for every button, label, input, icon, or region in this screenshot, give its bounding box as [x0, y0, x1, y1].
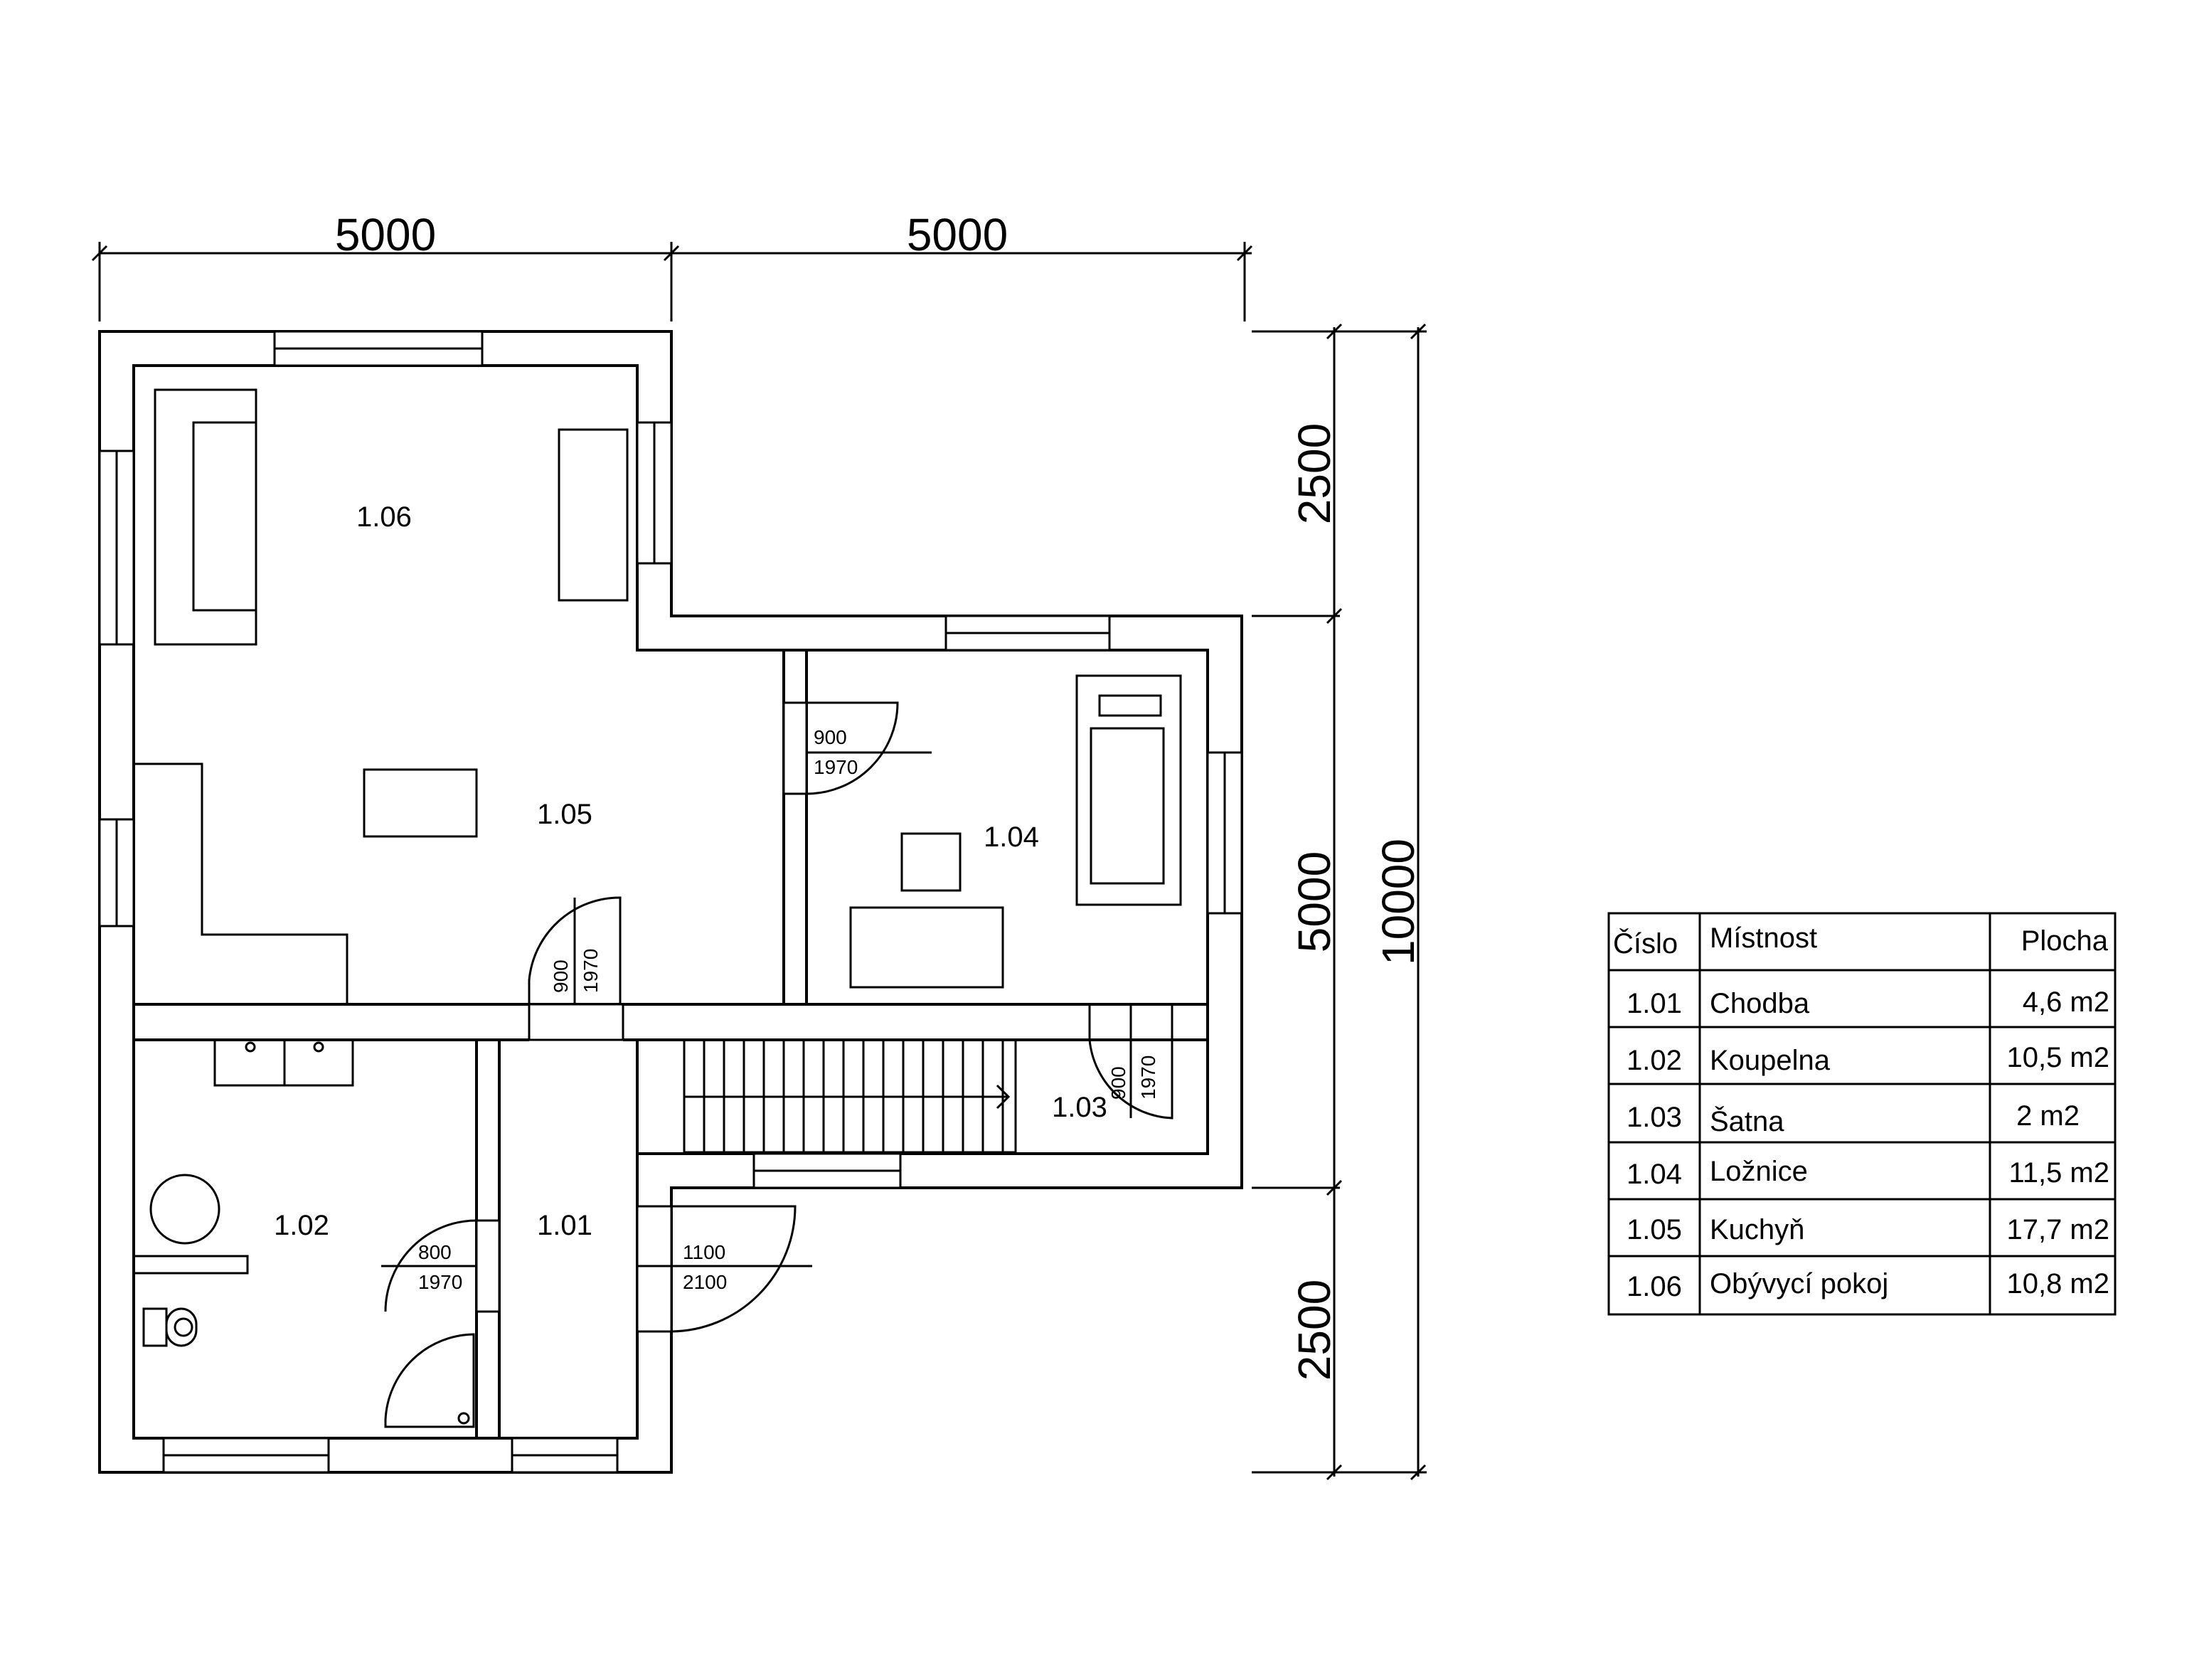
door-1-05-height: 1970	[580, 949, 602, 993]
door-entry-height: 2100	[683, 1271, 727, 1293]
door-1-04-width: 900	[814, 726, 847, 748]
table-header-room: Místnost	[1710, 923, 1817, 954]
table-cell-room: Ložnice	[1710, 1156, 1808, 1187]
table-header-area: Plocha	[2021, 925, 2109, 957]
room-table: Číslo Místnost Plocha 1.01 Chodba 4,6 m2…	[1607, 912, 2117, 1316]
room-label-1-01: 1.01	[537, 1210, 592, 1241]
table-cell-number: 1.03	[1627, 1102, 1682, 1133]
door-entry-width: 1100	[683, 1241, 725, 1263]
room-label-1-04: 1.04	[984, 822, 1039, 853]
table-cell-room: Chodba	[1710, 988, 1810, 1019]
door-1-02: 800 1970	[381, 1219, 501, 1313]
dim-right-middle: 5000	[1289, 851, 1340, 952]
table-row: 1.05 Kuchyň 17,7 m2	[1627, 1214, 2109, 1245]
room-label-1-05: 1.05	[537, 799, 592, 830]
table-cell-area: 10,8 m2	[2006, 1268, 2109, 1299]
room-label-1-06: 1.06	[356, 501, 412, 533]
table-cell-area: 10,5 m2	[2006, 1042, 2109, 1073]
dim-top-right: 5000	[907, 209, 1008, 260]
door-1-05-width: 900	[550, 959, 572, 993]
windows	[98, 330, 1243, 1474]
table-cell-number: 1.02	[1627, 1045, 1682, 1076]
table-cell-area: 17,7 m2	[2006, 1214, 2109, 1245]
table-cell-number: 1.06	[1627, 1271, 1682, 1302]
doors: 900 1970 900 1970 900 1970 800 1970	[381, 701, 1173, 1333]
room-label-1-03: 1.03	[1052, 1092, 1107, 1123]
table-row: 1.04 Ložnice 11,5 m2	[1627, 1156, 2109, 1190]
table-cell-number: 1.04	[1627, 1159, 1682, 1190]
door-1-03-width: 900	[1107, 1066, 1129, 1100]
door-1-02-height: 1970	[418, 1271, 462, 1293]
table-row: 1.03 Šatna 2 m2	[1627, 1100, 2080, 1137]
table-row: 1.01 Chodba 4,6 m2	[1627, 987, 2109, 1019]
room-label-1-02: 1.02	[274, 1210, 329, 1241]
dim-top-left: 5000	[335, 209, 436, 260]
table-cell-number: 1.05	[1627, 1214, 1682, 1245]
dim-right-total: 10000	[1373, 839, 1424, 965]
table-row: 1.02 Koupelna 10,5 m2	[1627, 1042, 2109, 1076]
table-cell-area: 4,6 m2	[2023, 987, 2109, 1018]
dim-right-bottom: 2500	[1289, 1280, 1340, 1381]
door-entry: 1100 2100	[636, 1205, 812, 1333]
stair-treads	[703, 1040, 1004, 1152]
table-cell-room: Koupelna	[1710, 1045, 1831, 1076]
door-1-04-height: 1970	[814, 756, 858, 778]
furniture	[132, 388, 1182, 1428]
table-cell-area: 11,5 m2	[2008, 1157, 2109, 1189]
room-labels: 1.06 1.05 1.04 1.03 1.02 1.01	[274, 501, 1107, 1241]
dimension-right: 2500 5000 2500 10000	[1252, 323, 1427, 1481]
dimension-top: 5000 5000	[91, 209, 1253, 321]
door-1-02-width: 800	[418, 1241, 452, 1263]
table-cell-area: 2 m2	[2016, 1100, 2080, 1132]
dim-right-top: 2500	[1289, 423, 1340, 524]
door-1-04: 900 1970	[782, 701, 932, 795]
table-cell-room: Šatna	[1710, 1105, 1784, 1137]
table-header-number: Číslo	[1613, 927, 1678, 959]
door-1-03-height: 1970	[1137, 1056, 1159, 1100]
table-row: 1.06 Obývycí pokoj 10,8 m2	[1627, 1268, 2109, 1302]
table-cell-room: Kuchyň	[1710, 1214, 1804, 1245]
table-cell-number: 1.01	[1627, 988, 1682, 1019]
door-1-05: 900 1970	[528, 896, 624, 1041]
door-1-03: 900 1970	[1088, 1004, 1173, 1120]
table-cell-room: Obývycí pokoj	[1710, 1268, 1888, 1299]
